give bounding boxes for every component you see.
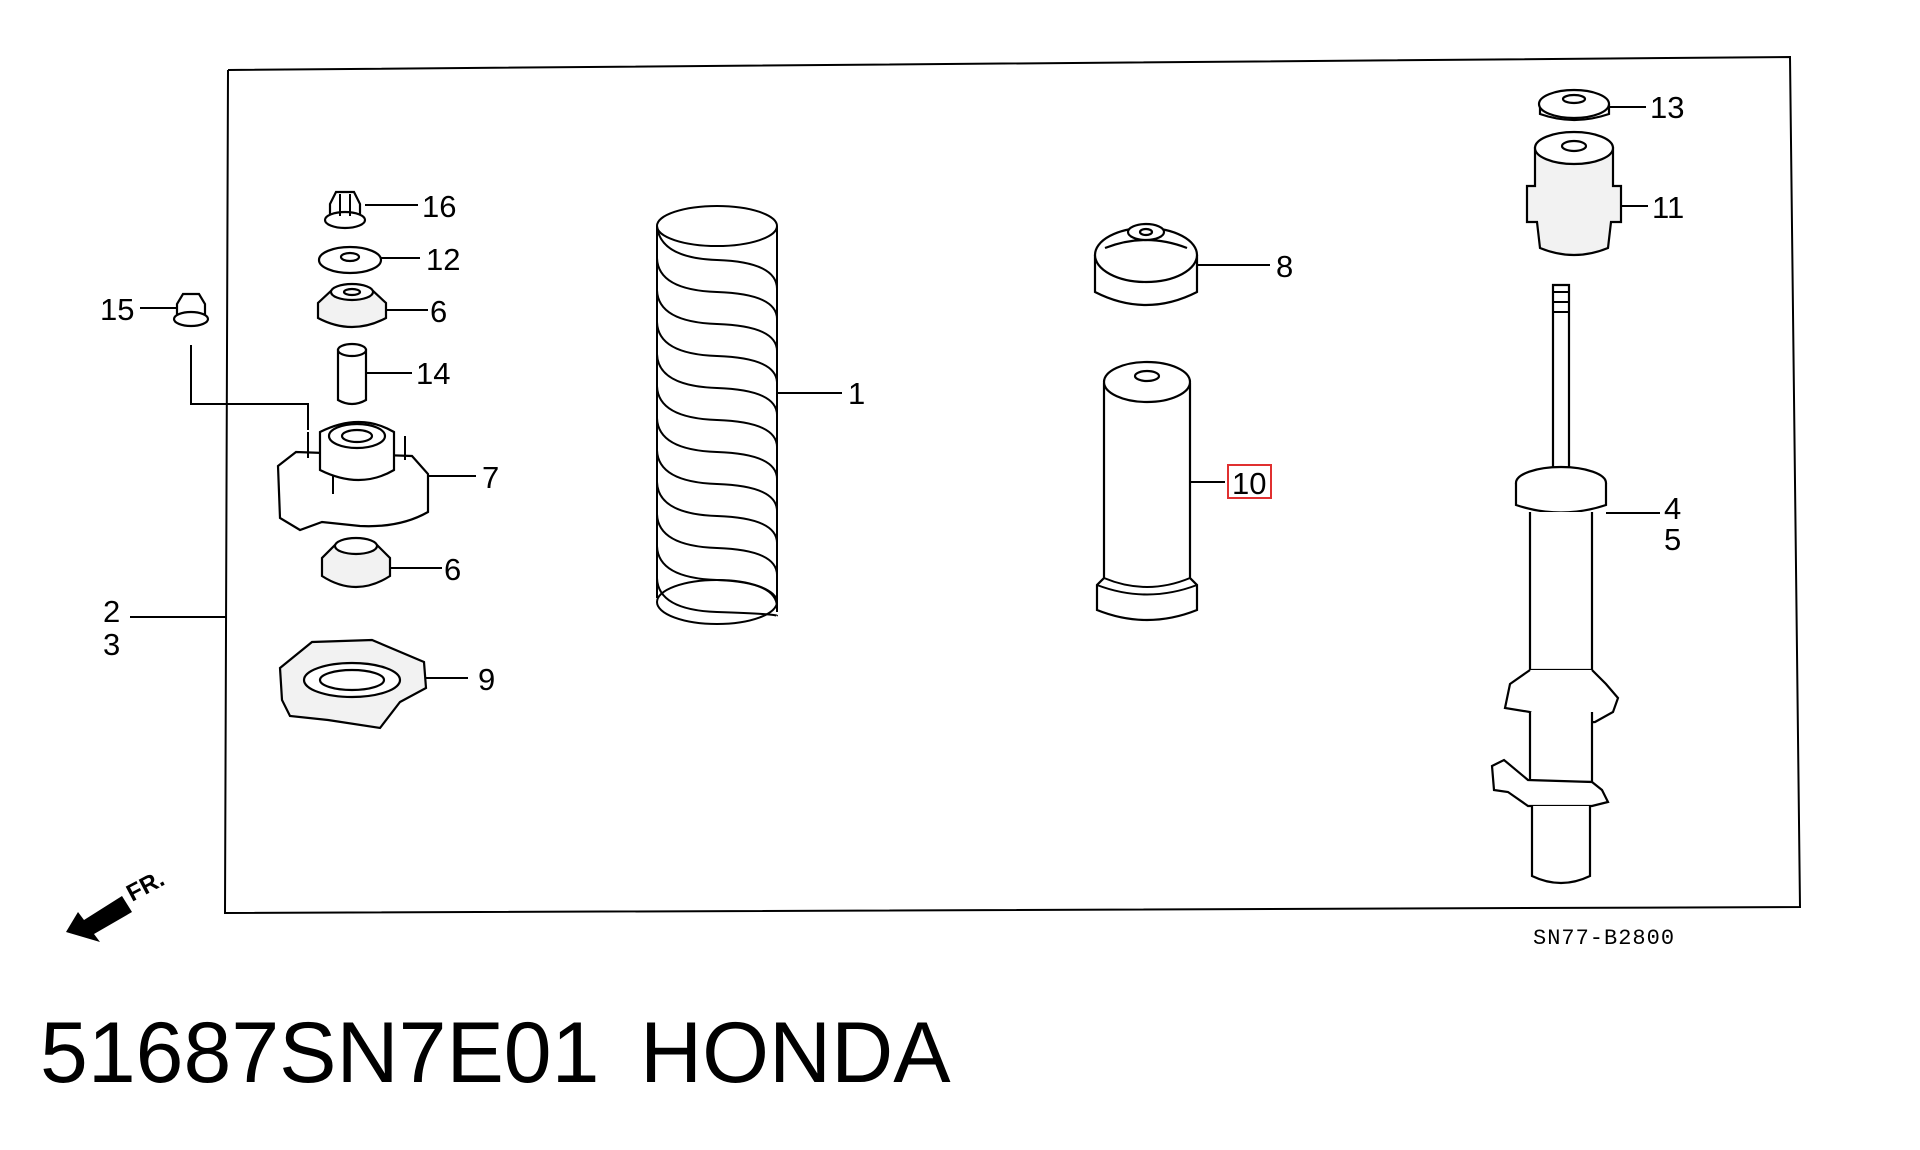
callout-16: 16 xyxy=(422,189,456,224)
collar-14[interactable] xyxy=(336,342,368,406)
brand-caption: HONDA xyxy=(640,1005,951,1101)
reference-code: SN77-B2800 xyxy=(1533,926,1675,951)
callout-6-upper: 6 xyxy=(430,294,447,329)
front-direction-arrow-icon xyxy=(66,896,132,942)
callout-12: 12 xyxy=(426,242,460,277)
callout-7: 7 xyxy=(482,460,499,495)
flange-nut-16[interactable] xyxy=(323,190,367,230)
callout-2: 2 xyxy=(103,594,120,629)
assembly-frame xyxy=(223,55,1802,915)
callout-3: 3 xyxy=(103,627,120,662)
flange-nut-15[interactable] xyxy=(172,292,210,328)
mount-bushing-6-upper[interactable] xyxy=(316,282,388,328)
dust-cover-13[interactable] xyxy=(1537,88,1611,122)
callout-8: 8 xyxy=(1276,249,1293,284)
spring-seat-9[interactable] xyxy=(278,638,428,730)
bump-rubber-11[interactable] xyxy=(1525,130,1623,257)
highlight-box-callout-10 xyxy=(1227,464,1272,499)
part-number-caption: 51687SN7E01 xyxy=(40,1005,600,1101)
callout-10[interactable]: 10 xyxy=(1232,466,1266,501)
callout-11: 11 xyxy=(1652,190,1684,225)
callout-9: 9 xyxy=(478,662,495,697)
callout-4: 4 xyxy=(1664,491,1681,526)
callout-5: 5 xyxy=(1664,522,1681,557)
callout-13: 13 xyxy=(1650,90,1684,125)
front-direction-label: FR. xyxy=(122,865,169,907)
callout-6-lower: 6 xyxy=(444,552,461,587)
shock-absorber-4-5[interactable] xyxy=(1490,283,1620,885)
coil-spring-1[interactable] xyxy=(656,205,779,625)
callout-1: 1 xyxy=(848,376,865,411)
washer-12[interactable] xyxy=(317,245,383,275)
dust-boot-10[interactable] xyxy=(1095,360,1199,622)
bump-cap-8[interactable] xyxy=(1093,222,1199,306)
strut-mount-base-7[interactable] xyxy=(276,421,430,532)
callout-14: 14 xyxy=(416,356,450,391)
callout-15: 15 xyxy=(100,292,134,327)
mount-bushing-6-lower[interactable] xyxy=(320,536,392,588)
